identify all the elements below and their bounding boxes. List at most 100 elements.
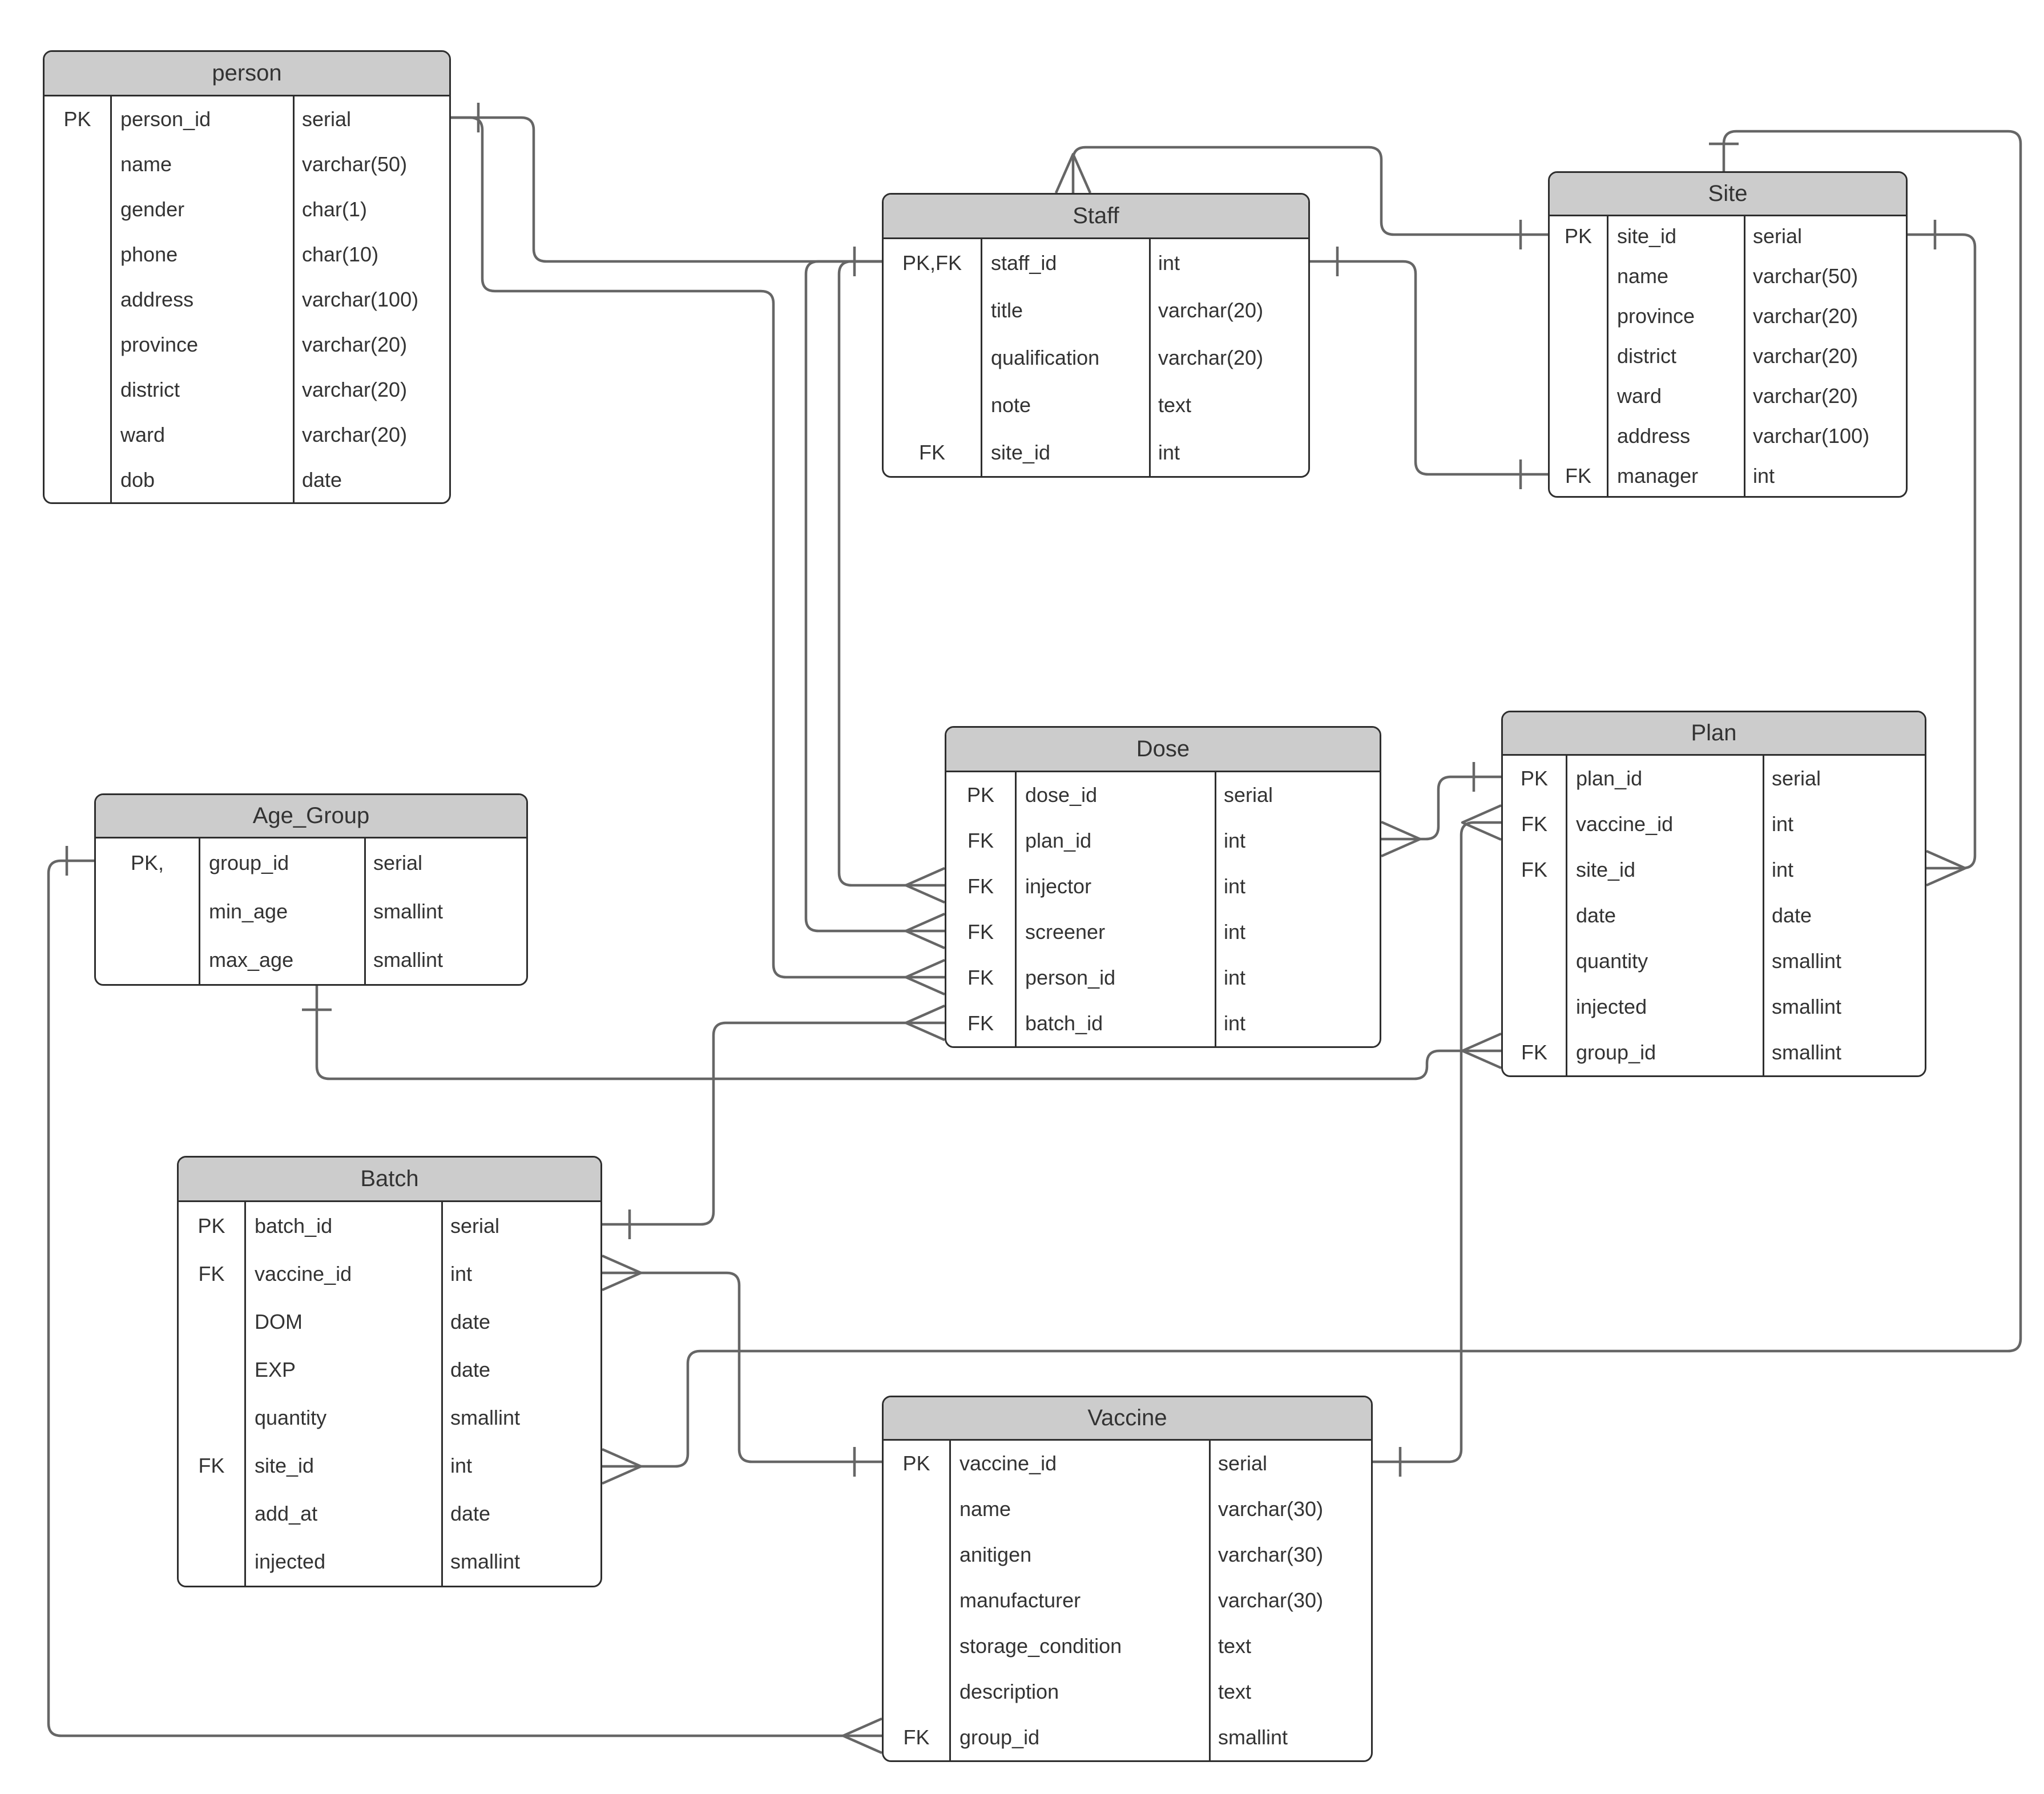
field-cell: add_at <box>255 1502 318 1525</box>
key-column-divider <box>199 838 200 984</box>
field-cell: address <box>1617 424 1691 448</box>
relationship-batch-dose-batch_id <box>602 1004 945 1239</box>
field-cell: batch_id <box>255 1214 333 1237</box>
key-cell: FK <box>918 440 945 464</box>
field-cell: name <box>120 152 172 176</box>
relationship-connector <box>602 1271 882 1464</box>
relationship-connector <box>1908 233 1977 870</box>
table-title: Vaccine <box>884 1397 1371 1441</box>
key-cell: PK <box>1564 224 1593 248</box>
key-column-divider <box>1566 756 1567 1075</box>
type-cell: int <box>1158 251 1180 275</box>
field-cell: person_id <box>120 107 211 131</box>
key-column-divider <box>110 96 112 502</box>
field-cell: site_id <box>991 440 1051 464</box>
type-cell: int <box>1224 1011 1246 1035</box>
relationship-person-dose-person_id <box>451 116 945 996</box>
key-cell: FK <box>1521 858 1547 881</box>
type-cell: serial <box>1753 224 1803 248</box>
relationship-connector <box>602 130 2022 1468</box>
field-cell: batch_id <box>1025 1011 1103 1035</box>
type-column-divider <box>1149 239 1151 476</box>
type-column-divider <box>1215 772 1216 1046</box>
key-cell: FK <box>1521 812 1547 836</box>
field-cell: date <box>1576 904 1616 927</box>
relationship-vaccine-plan <box>1373 804 1502 1477</box>
field-cell: dob <box>120 467 155 491</box>
type-cell: int <box>1224 920 1246 944</box>
type-cell: serial <box>1224 783 1273 807</box>
field-cell: title <box>991 298 1023 322</box>
field-cell: max_age <box>209 948 294 971</box>
type-cell: smallint <box>450 1550 521 1573</box>
relationship-site-staff-site_id <box>1054 146 1548 249</box>
field-cell: group_id <box>209 850 289 874</box>
field-cell: name <box>1617 264 1669 288</box>
relationship-plan-dose-plan_id <box>1381 762 1501 858</box>
key-cell: PK, <box>130 850 164 874</box>
relationship-person-staff <box>451 103 882 276</box>
key-cell: FK <box>967 1011 994 1035</box>
type-cell: date <box>1772 904 1812 927</box>
table-title: person <box>45 52 449 96</box>
field-cell: vaccine_id <box>1576 812 1674 836</box>
type-cell: date <box>450 1502 491 1525</box>
crow-foot-marker <box>1381 820 1422 858</box>
type-cell: int <box>1158 440 1180 464</box>
field-cell: description <box>959 1680 1059 1703</box>
relationship-site-plan-site_id <box>1908 220 1977 887</box>
table-title: Age_Group <box>96 795 526 838</box>
key-cell: FK <box>1565 464 1591 487</box>
type-cell: int <box>450 1454 473 1477</box>
type-cell: varchar(100) <box>1753 424 1870 448</box>
key-column-divider <box>981 239 982 476</box>
field-cell: district <box>1617 344 1677 368</box>
table-row: add_at date <box>179 1490 600 1538</box>
key-cell: PK <box>63 107 91 131</box>
relationship-staff-site-manager <box>1310 247 1548 489</box>
type-cell: varchar(20) <box>1158 345 1264 369</box>
field-cell: qualification <box>991 345 1100 369</box>
crow-foot-marker <box>904 958 945 996</box>
relationship-connector <box>1071 146 1548 236</box>
type-column-divider <box>364 838 366 984</box>
type-cell: smallint <box>1218 1726 1288 1749</box>
type-cell: varchar(20) <box>302 377 408 401</box>
type-cell: smallint <box>373 948 444 971</box>
relationship-connector <box>602 1021 945 1226</box>
field-cell: screener <box>1025 920 1106 944</box>
field-cell: province <box>1617 304 1695 328</box>
crow-foot-marker <box>1054 152 1092 193</box>
key-cell: FK <box>198 1454 225 1477</box>
field-cell: plan_id <box>1025 829 1092 852</box>
crow-foot-marker <box>904 912 945 950</box>
field-cell: address <box>120 287 194 311</box>
